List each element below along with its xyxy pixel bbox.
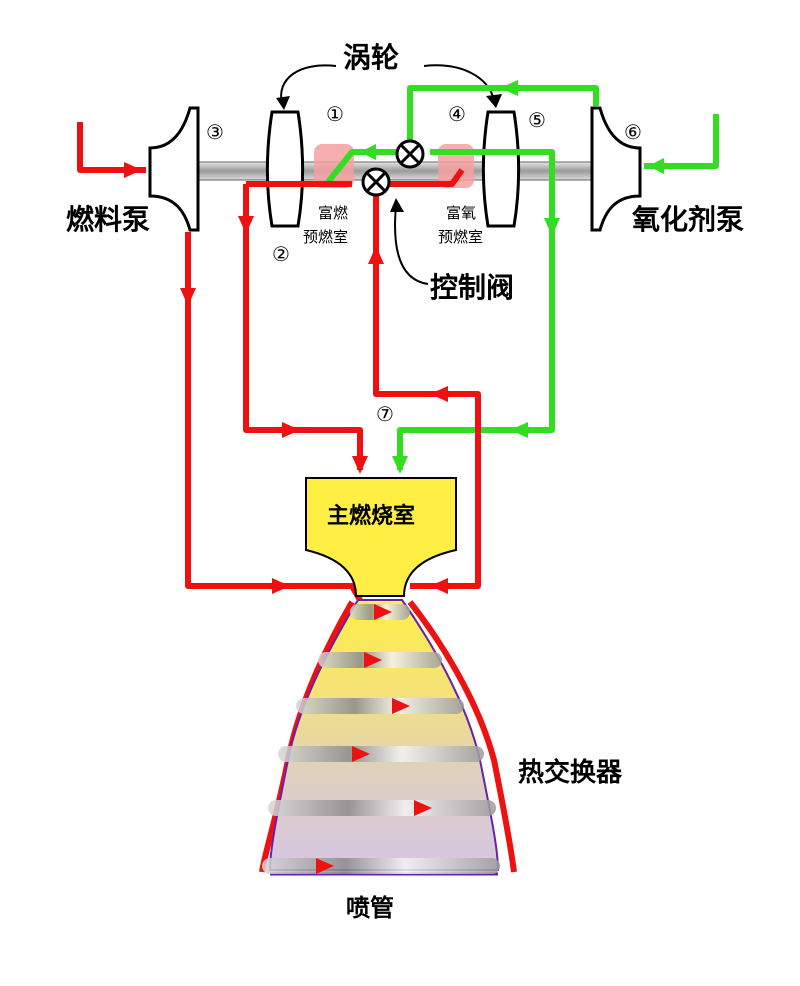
oxidizer-arrows (360, 80, 664, 474)
ox-rich-preburner-label-1: 富氧 (446, 204, 477, 222)
fuel-side-turbine (266, 110, 304, 228)
ox-rich-preburner-label-2: 预燃室 (438, 228, 484, 246)
control-valve-pointer (394, 205, 429, 285)
label-number-2: ② (272, 242, 290, 266)
turbine-pointer-right-head (486, 94, 502, 108)
turbine-pointer-left (280, 64, 337, 105)
label-number-4: ④ (448, 102, 466, 126)
turbine-pointer-right (423, 64, 495, 101)
heat-exchanger-arrows (316, 604, 432, 874)
turbopump-shaft (184, 161, 606, 181)
turbine-label: 涡轮 (343, 41, 400, 74)
fuel-rich-preburner-label-2: 预燃室 (303, 228, 349, 246)
fuel-rich-preburner-label-1: 富燃 (318, 204, 349, 222)
fuel-arrows (124, 162, 448, 594)
nozzle-bell (268, 599, 500, 871)
heat-exchanger-label: 热交换器 (518, 758, 623, 788)
oxidizer-pump-label: 氧化剂泵 (632, 203, 745, 236)
label-number-3: ③ (206, 120, 224, 144)
fuel-pump-label: 燃料泵 (66, 203, 151, 236)
label-number-7: ⑦ (376, 402, 394, 426)
control-valve-pointer-head (390, 198, 404, 212)
control-valve-label: 控制阀 (430, 271, 515, 304)
ox-side-turbine (482, 110, 520, 228)
control-valve-upper (395, 139, 425, 169)
label-number-5: ⑤ (528, 108, 546, 132)
main-combustion-chamber (305, 477, 457, 597)
label-number-1: ① (326, 102, 344, 126)
fuel-pump (148, 106, 200, 232)
nozzle-label: 喷管 (346, 894, 394, 922)
control-valve-lower (361, 167, 391, 197)
fuel-rich-preburner (314, 144, 354, 188)
main-chamber-label: 主燃烧室 (327, 504, 416, 529)
oxidizer-pump (590, 106, 642, 232)
turbine-pointer-left-head (276, 96, 290, 110)
label-number-6: ⑥ (624, 120, 642, 144)
